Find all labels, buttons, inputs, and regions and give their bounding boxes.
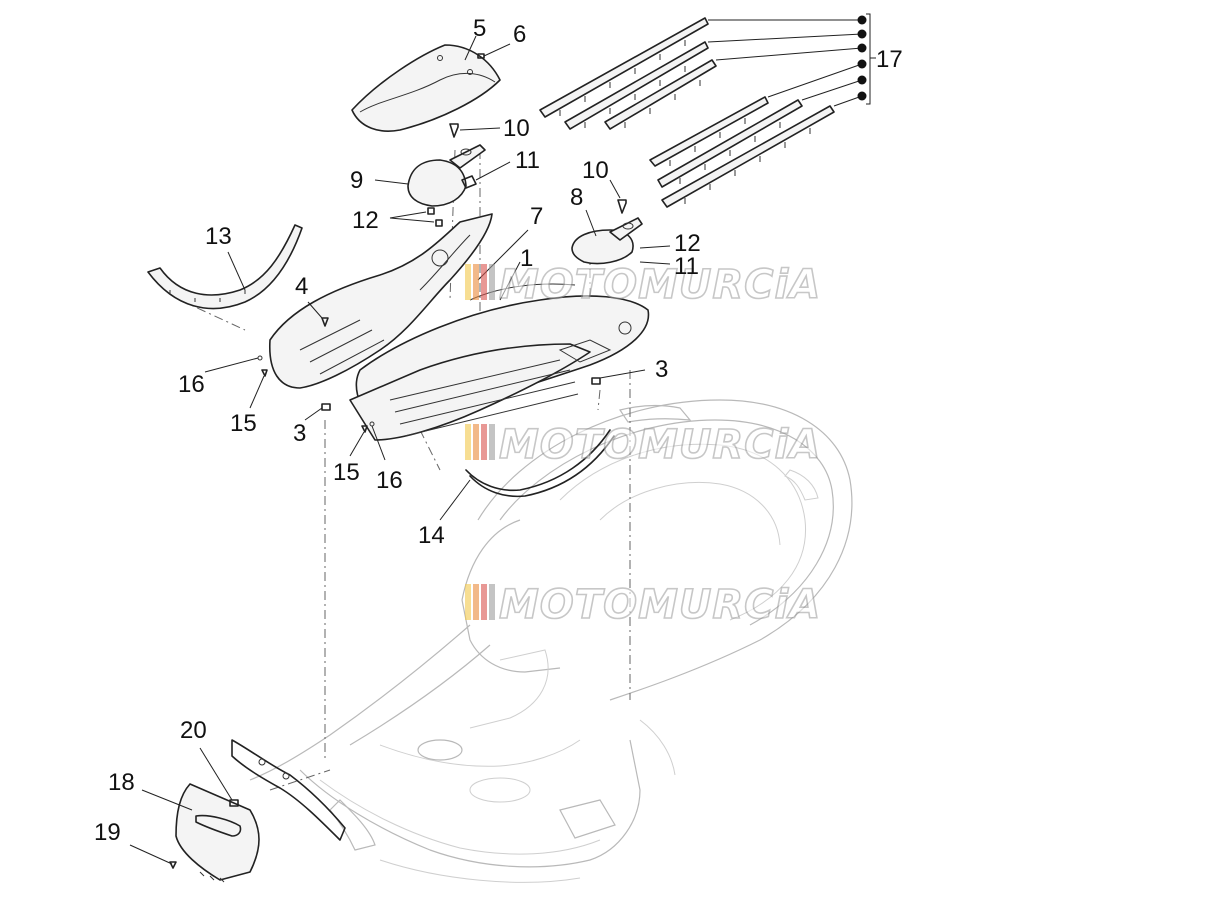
watermark-top: MOTOMURCiA <box>465 261 821 309</box>
callout-15-right: 15 <box>333 459 360 486</box>
part-3-clip-right <box>591 369 646 385</box>
watermark-stripe <box>473 424 479 460</box>
callout-16-left: 16 <box>178 371 205 398</box>
part-9-bracket <box>374 144 486 207</box>
part-8-bracket <box>571 209 643 265</box>
part-16-clip-left <box>204 355 263 373</box>
part-16-clip-right <box>369 421 386 461</box>
part-4-screw <box>307 301 329 327</box>
watermark-stripe <box>481 424 487 460</box>
part-18-cover <box>141 783 260 883</box>
part-3-clip-left <box>304 403 331 421</box>
watermark-stripe <box>465 264 471 300</box>
part-15-screw-left <box>249 369 268 409</box>
callout-3-right: 3 <box>655 356 668 383</box>
callout-7: 7 <box>530 203 543 230</box>
callout-17: 17 <box>876 46 903 73</box>
part-20-nut <box>199 747 239 807</box>
callout-4: 4 <box>295 273 308 300</box>
watermark-stripe <box>465 424 471 460</box>
watermark-stripe <box>481 264 487 300</box>
part-12-nuts-left <box>389 207 443 227</box>
callout-18: 18 <box>108 769 135 796</box>
callout-9: 9 <box>350 167 363 194</box>
callout-labels: 5 6 10 11 9 12 7 10 8 12 1 11 13 4 16 15… <box>94 15 903 846</box>
watermark-stripe <box>489 264 495 300</box>
callout-16-right: 16 <box>376 467 403 494</box>
part-10-screw-right <box>609 179 627 214</box>
watermark-text: MOTOMURCiA <box>499 582 821 628</box>
watermark-middle: MOTOMURCiA <box>465 421 821 469</box>
part-5-cover <box>351 35 501 132</box>
part-13-side-trim-left <box>147 224 303 310</box>
part-17-footboard-strips <box>539 13 876 208</box>
part-10-screw-left <box>449 123 501 138</box>
callout-19: 19 <box>94 819 121 846</box>
watermark-stripe <box>473 584 479 620</box>
watermark-stripe <box>473 264 479 300</box>
watermark-bottom: MOTOMURCiA <box>465 581 821 629</box>
callout-12-right: 12 <box>674 230 701 257</box>
part-19-screw <box>129 844 177 869</box>
callout-13: 13 <box>205 223 232 250</box>
watermark-stripe <box>465 584 471 620</box>
callout-3-left: 3 <box>293 420 306 447</box>
part-14-side-trim-right <box>439 429 615 521</box>
callout-14: 14 <box>418 522 445 549</box>
part-1-footboard <box>269 213 650 441</box>
watermark-text: MOTOMURCiA <box>499 262 821 308</box>
part-12-nut-right <box>639 245 671 249</box>
assembly-leader-lines <box>179 149 631 791</box>
callout-1: 1 <box>520 245 533 272</box>
callout-6: 6 <box>513 21 526 48</box>
part-6-screw <box>477 43 511 59</box>
watermark-stripe <box>489 584 495 620</box>
callout-10-left: 10 <box>503 115 530 142</box>
callout-11-right: 11 <box>674 253 699 280</box>
watermark-stripe <box>489 424 495 460</box>
part-15-screw-right <box>349 425 368 457</box>
callout-10-right: 10 <box>582 157 609 184</box>
callout-20: 20 <box>180 717 207 744</box>
callout-12-left: 12 <box>352 207 379 234</box>
callout-8: 8 <box>570 184 583 211</box>
part-11-clip-right <box>639 261 671 265</box>
callout-11-left: 11 <box>515 147 540 174</box>
part-11-clip-left <box>461 161 511 189</box>
callout-15-left: 15 <box>230 410 257 437</box>
callout-5: 5 <box>473 15 486 42</box>
part-rear-mount-plate <box>231 739 346 841</box>
watermark-stripe <box>481 584 487 620</box>
watermark-text: MOTOMURCiA <box>499 422 821 468</box>
